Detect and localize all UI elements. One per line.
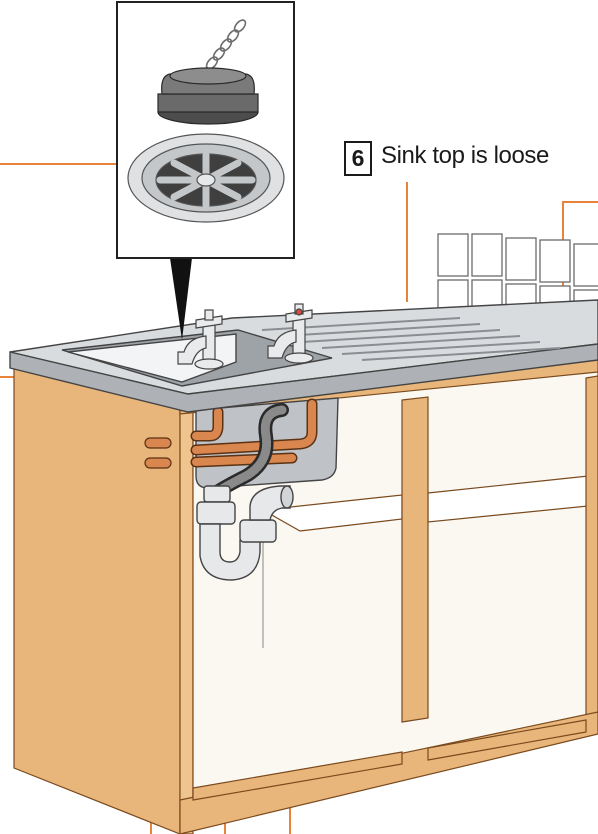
plug-with-chain-icon	[157, 67, 259, 125]
inset-pointer	[170, 258, 192, 340]
tap-right	[267, 303, 314, 364]
callout-number: 6	[344, 141, 372, 176]
mixer-tap-icon	[177, 309, 224, 370]
inset-detail-box	[116, 1, 295, 259]
copper-pipes	[190, 398, 318, 468]
cabinet-front-post-right	[585, 375, 598, 719]
worktop-front-edge	[9, 343, 598, 413]
pipe-stubs	[144, 437, 172, 469]
p-trap	[196, 485, 294, 581]
callout-label: Sink top is loose	[381, 142, 549, 169]
drain-strainer-icon	[127, 133, 285, 223]
cabinet-front-edge-left	[179, 405, 194, 834]
cabinet-divider	[401, 396, 429, 723]
